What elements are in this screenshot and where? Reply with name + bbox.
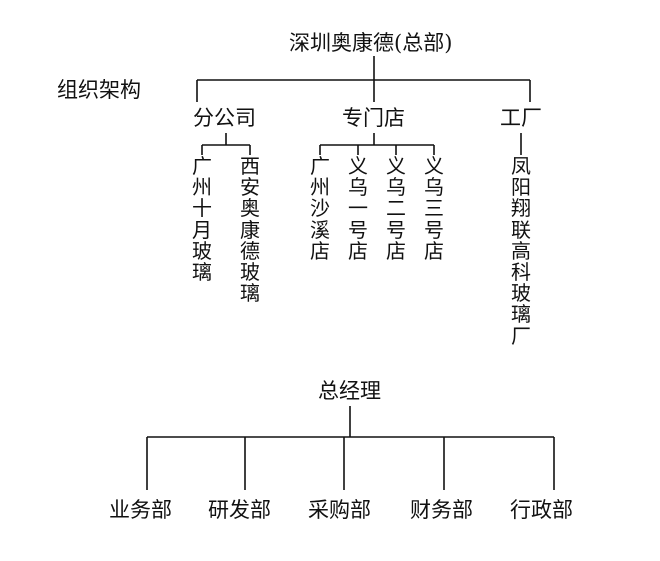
shop-child-2: 义乌一号店 bbox=[348, 154, 368, 263]
department-5: 行政部 bbox=[510, 498, 573, 522]
tree2-root-node: 总经理 bbox=[318, 379, 381, 403]
tree1-root-node: 深圳奥康德(总部) bbox=[289, 31, 453, 55]
shop-child-1: 广州沙溪店 bbox=[310, 154, 330, 263]
department-4: 财务部 bbox=[410, 498, 473, 522]
factory-child-1: 凤阳翔联高科玻璃厂 bbox=[511, 154, 531, 348]
branch-child-1: 广州十月玻璃 bbox=[192, 154, 212, 284]
branch-child-2: 西安奥康德玻璃 bbox=[240, 154, 260, 306]
department-2: 研发部 bbox=[208, 498, 271, 522]
group-factory-label: 工厂 bbox=[500, 106, 542, 130]
department-3: 采购部 bbox=[308, 498, 371, 522]
shop-child-4: 义乌三号店 bbox=[424, 154, 444, 263]
side-label: 组织架构 bbox=[57, 78, 141, 102]
shop-child-3: 义乌二号店 bbox=[386, 154, 406, 263]
department-1: 业务部 bbox=[109, 498, 172, 522]
group-shop-label: 专门店 bbox=[342, 106, 405, 130]
group-branch-label: 分公司 bbox=[193, 106, 256, 130]
